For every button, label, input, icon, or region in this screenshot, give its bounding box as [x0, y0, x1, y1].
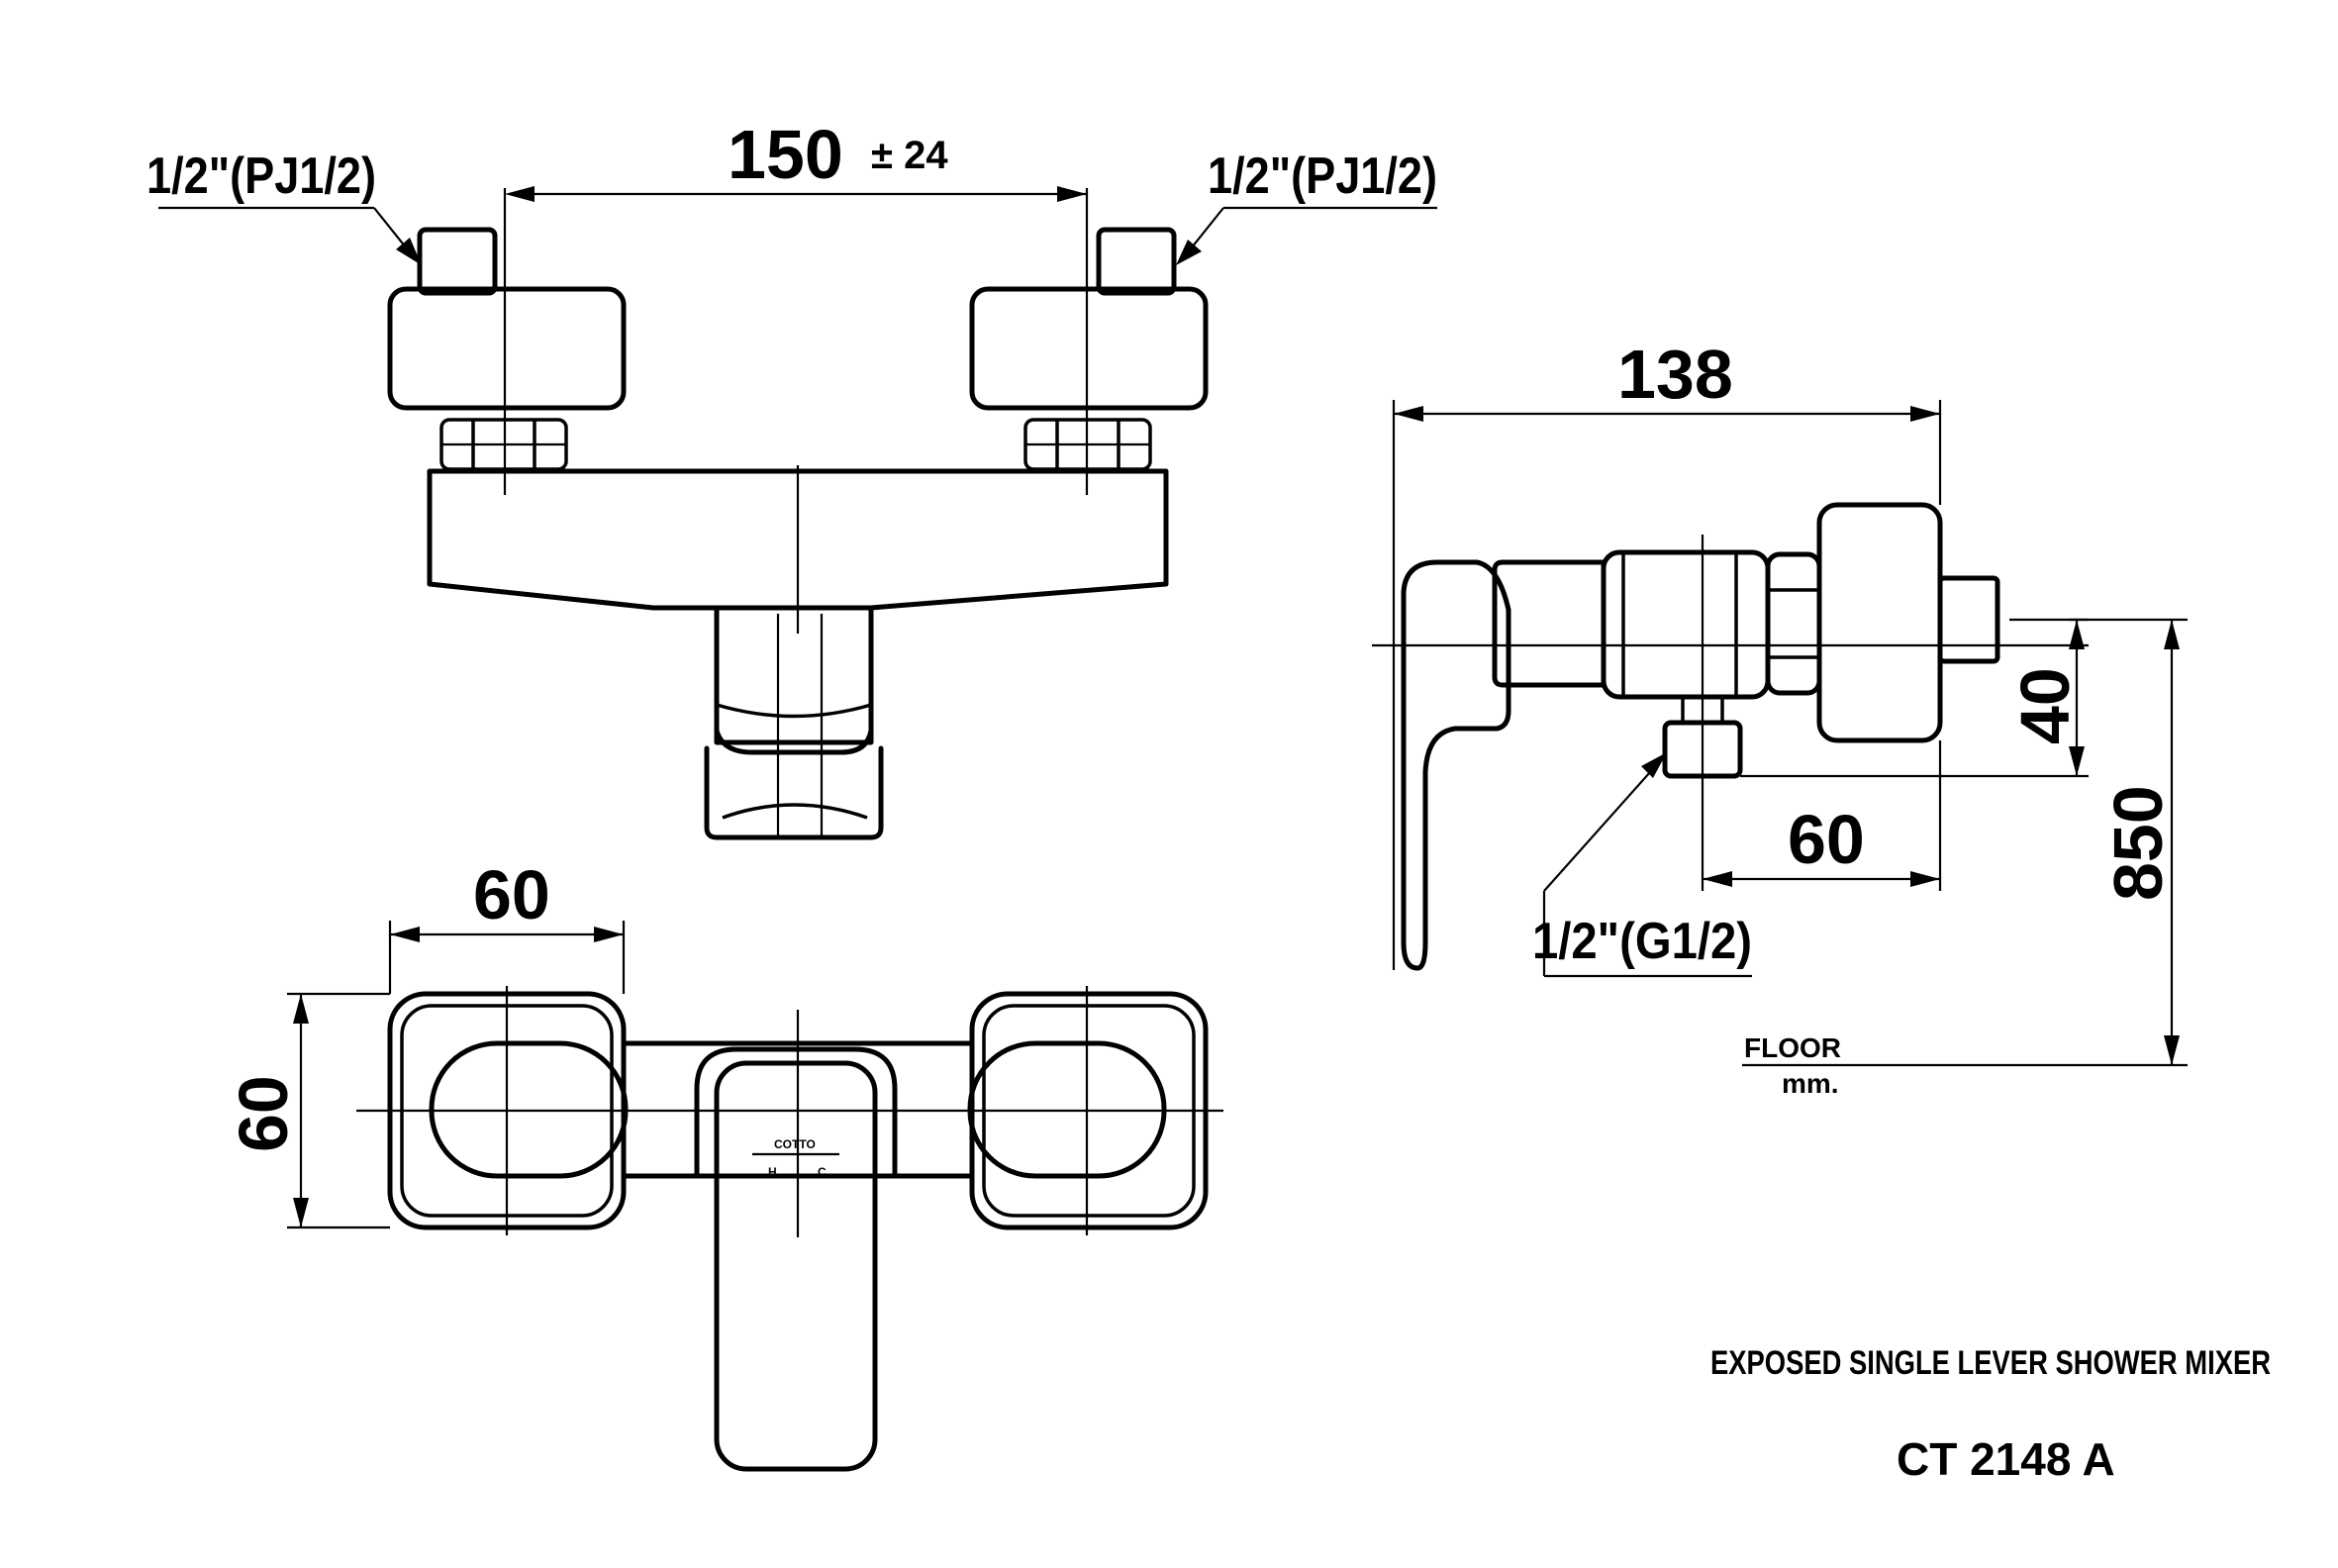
dim-outlet-offset-value: 60	[1788, 801, 1865, 878]
side-body	[1601, 549, 1771, 700]
side-cartridge	[1492, 559, 1607, 688]
dim-floor-height-value: 850	[2099, 785, 2177, 901]
dim-floor-height: 850	[2069, 618, 2188, 1065]
hot-mark: H	[768, 1165, 777, 1179]
callout-right-inlet: 1/2"(PJ1/2)	[1176, 147, 1437, 265]
left-inlet-pipe	[417, 227, 498, 296]
side-hex-nut	[1765, 551, 1822, 696]
dim-front-width-value: 60	[473, 856, 550, 933]
dim-side-depth: 138	[1392, 336, 1942, 970]
dim-inlet-spacing: 150 ± 24	[505, 116, 1087, 202]
model-number: CT 2148 A	[1897, 1433, 2115, 1485]
callout-left-inlet: 1/2"(PJ1/2)	[146, 147, 422, 265]
right-inlet-thread-label: 1/2"(PJ1/2)	[1208, 147, 1437, 205]
dim-inlet-tolerance: ± 24	[871, 134, 948, 177]
left-escutcheon	[387, 286, 627, 411]
callout-outlet: 1/2"(G1/2)	[1532, 752, 1752, 978]
side-escutcheon	[1816, 502, 1943, 743]
title-block: EXPOSED SINGLE LEVER SHOWER MIXER CT 214…	[1710, 1344, 2271, 1485]
lever-front	[714, 1060, 878, 1472]
left-inlet-thread-label: 1/2"(PJ1/2)	[146, 147, 376, 205]
floor-label: FLOOR	[1744, 1032, 1841, 1063]
drawing-title: EXPOSED SINGLE LEVER SHOWER MIXER	[1710, 1344, 2271, 1382]
lever-handle-top	[704, 745, 884, 840]
side-lever-top	[1401, 559, 1511, 642]
right-inlet-pipe	[1096, 227, 1177, 296]
floor-line: FLOOR mm.	[1742, 1032, 2188, 1099]
brand-mark: COTTO	[774, 1137, 816, 1151]
side-lever-handle	[1401, 637, 1511, 971]
lever-top	[714, 605, 874, 745]
outlet-thread-label: 1/2"(G1/2)	[1532, 913, 1752, 970]
dim-outlet-drop: 40	[1740, 618, 2089, 778]
dim-inlet-spacing-value: 150	[728, 116, 843, 193]
cold-mark: C	[818, 1165, 827, 1179]
dim-front-width: 60	[388, 856, 626, 994]
side-inlet-pipe	[1937, 575, 2000, 664]
top-view	[387, 188, 1209, 840]
side-view	[1372, 502, 2089, 971]
front-view: COTTO H C	[356, 986, 1223, 1472]
dim-front-height-value: 60	[225, 1075, 302, 1152]
dim-side-depth-value: 138	[1617, 336, 1733, 413]
lever-base-front	[694, 1046, 898, 1179]
right-escutcheon	[969, 286, 1209, 411]
dim-outlet-drop-value: 40	[2006, 667, 2084, 744]
unit-label: mm.	[1782, 1068, 1839, 1099]
dim-front-height: 60	[225, 992, 390, 1229]
dim-outlet-offset: 60	[1703, 740, 1942, 891]
